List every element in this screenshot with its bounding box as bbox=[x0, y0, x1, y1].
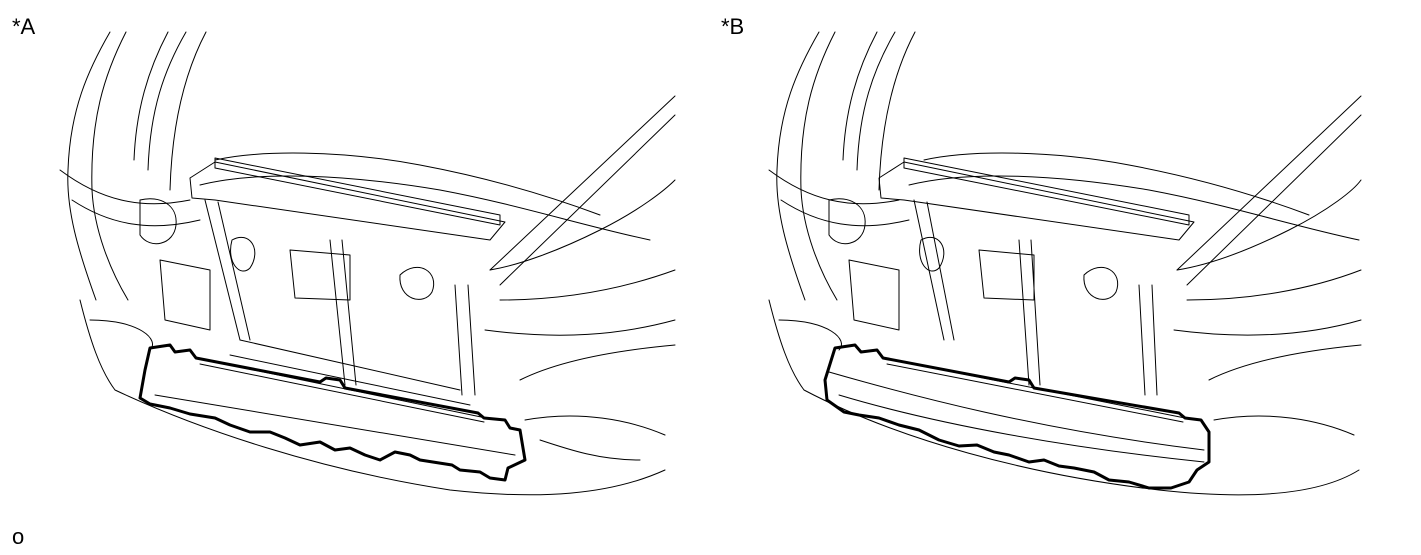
headlamp-right bbox=[484, 95, 676, 336]
fender-hood-outline bbox=[59, 31, 651, 301]
panel-b-label: *B bbox=[721, 14, 745, 39]
radiator-support bbox=[828, 157, 1195, 396]
lower-absorber-outline bbox=[823, 343, 1211, 490]
headlamp-right bbox=[1173, 95, 1362, 336]
vehicle-front-illustration-a bbox=[59, 31, 676, 496]
figure-code: o bbox=[12, 524, 25, 549]
lower-absorber-outline bbox=[138, 343, 527, 482]
radiator-support bbox=[139, 157, 506, 406]
vehicle-front-illustration-b bbox=[768, 31, 1362, 496]
panel-a-label: *A bbox=[12, 14, 36, 39]
fender-hood-outline bbox=[768, 31, 1360, 301]
